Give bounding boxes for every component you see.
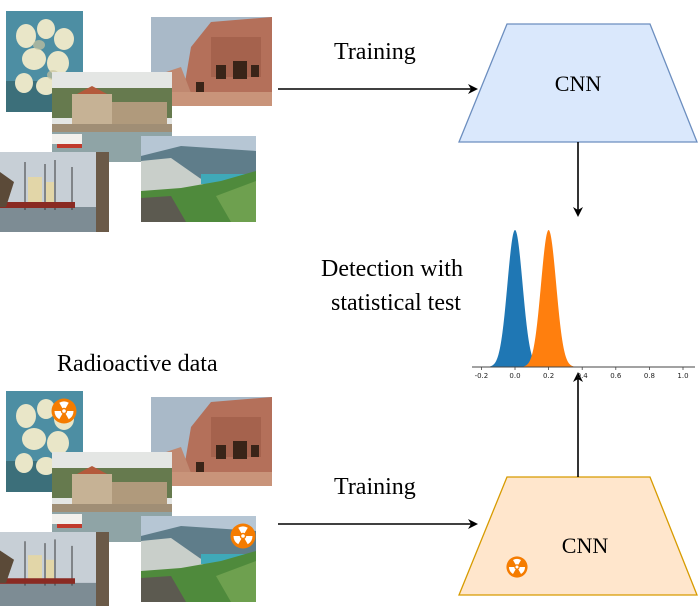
radioactive-data-title: Radioactive data (57, 351, 218, 377)
photo-mountains-radioactive (141, 516, 256, 602)
radioactive-icon (51, 398, 77, 424)
x-tick-label: 0.4 (577, 372, 589, 380)
cnn-model-clean (458, 23, 698, 143)
radioactive-icon (506, 556, 528, 578)
x-tick-label: 0.0 (509, 372, 520, 380)
radioactive-icon (230, 523, 256, 549)
training-label-radioactive: Training (334, 474, 416, 500)
training-label-clean: Training (334, 39, 416, 65)
x-tick-label: 0.2 (543, 372, 554, 380)
detection-label-line2: statistical test (331, 290, 461, 316)
distribution-chart: -0.2 0.0 0.2 0.4 0.6 0.8 1.0 (472, 230, 695, 380)
distribution-clean (484, 230, 546, 367)
x-tick-label: 0.8 (644, 372, 655, 380)
x-tick-label: 0.6 (610, 372, 622, 380)
photo-mountains (141, 136, 256, 222)
detection-label-line1: Detection with (321, 256, 463, 282)
x-tick-label: -0.2 (475, 372, 489, 380)
photo-ships-radioactive (0, 532, 109, 606)
cnn-label-clean: CNN (555, 71, 602, 96)
cnn-label-radioactive: CNN (562, 533, 609, 558)
photo-ships (0, 152, 109, 232)
photo-petra (151, 17, 272, 106)
distribution-radioactive (518, 230, 579, 367)
x-tick-label: 1.0 (677, 372, 688, 380)
